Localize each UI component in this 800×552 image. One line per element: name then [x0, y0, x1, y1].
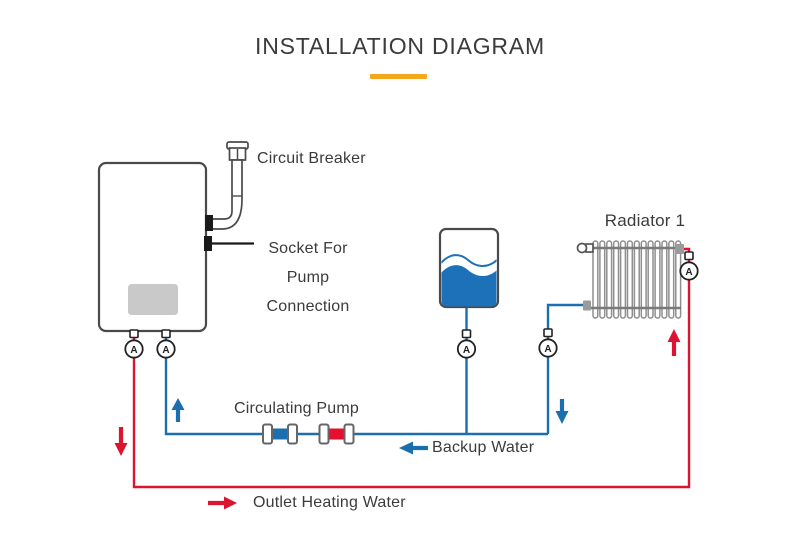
outlet-water-arrow-icon [208, 496, 237, 510]
outlet-heating-water-label: Outlet Heating Water [253, 494, 406, 511]
radiator-outlet-stub [675, 244, 684, 254]
backup-water-label: Backup Water [432, 439, 535, 456]
flow-arrow-blue-up-icon [171, 398, 185, 422]
tank-valve-icon [456, 329, 477, 359]
circulating-pump-label: Circulating Pump [234, 400, 360, 417]
heater-outlet-valve-icon [124, 329, 144, 359]
red-pipe-network [132, 247, 691, 489]
flow-arrow-blue-down-icon [555, 399, 569, 424]
socket-label: Socket For Pump Connection [266, 240, 350, 315]
title-underline [370, 74, 427, 79]
radiator-supply-valve-icon [679, 251, 699, 281]
circuit-breaker-icon [205, 141, 249, 231]
flow-arrow-red-up-icon [667, 329, 681, 356]
backup-water-arrow-icon [399, 441, 428, 455]
circulating-pump-red-icon [318, 423, 355, 445]
pump-socket-icon [204, 236, 254, 251]
heater-return-valve-icon [156, 329, 176, 359]
radiator-inlet-stub [583, 300, 591, 311]
radiator-fins [592, 240, 682, 319]
radiator-return-valve-icon [538, 328, 558, 358]
circulating-pump-blue-icon [262, 423, 298, 445]
flow-arrow-red-down-icon [114, 427, 128, 456]
blue-pipe-network [164, 303, 585, 436]
circuit-breaker-label: Circuit Breaker [257, 150, 366, 167]
page-title: INSTALLATION DIAGRAM [255, 33, 545, 59]
heater-display-panel [128, 284, 178, 315]
water-heater-icon [97, 161, 208, 333]
radiator-label: Radiator 1 [604, 211, 686, 230]
backup-water-tank-icon [438, 227, 500, 309]
radiator-icon [576, 240, 684, 319]
